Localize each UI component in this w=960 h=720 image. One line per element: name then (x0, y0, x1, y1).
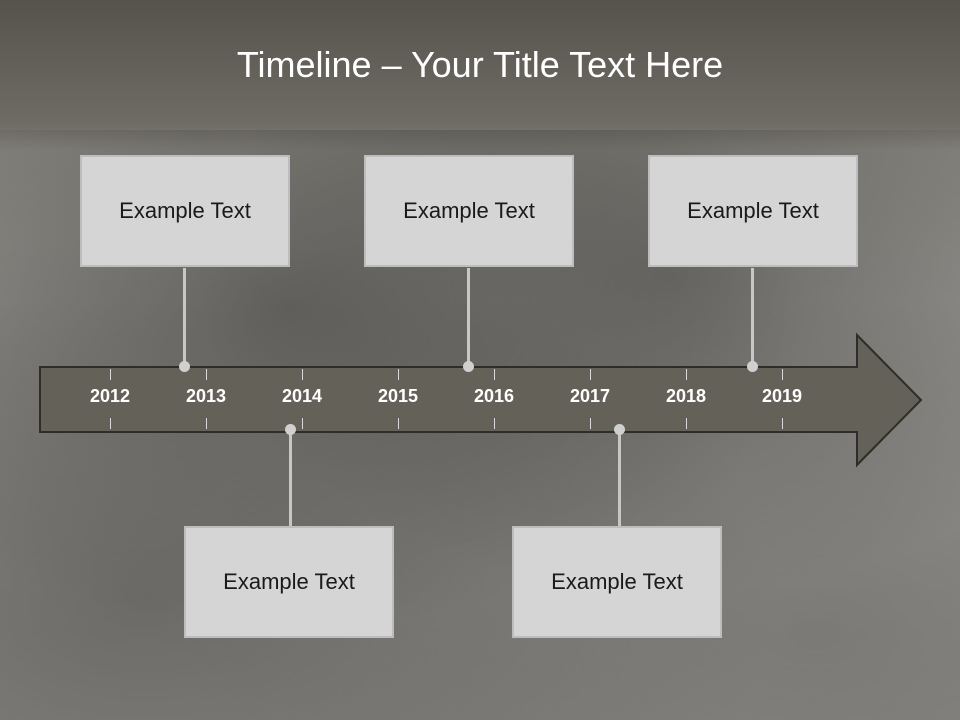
slide-title: Timeline – Your Title Text Here (236, 44, 724, 85)
tick-mark (782, 418, 783, 429)
timeline-text-box: Example Text (184, 526, 394, 638)
tick-mark (110, 418, 111, 429)
tick-mark (590, 418, 591, 429)
tick-mark (686, 418, 687, 429)
timeline-text-box: Example Text (648, 155, 858, 267)
year-label: 2014 (281, 386, 323, 406)
tick-mark (686, 369, 687, 380)
connector-dot (463, 361, 474, 372)
tick-mark (782, 369, 783, 380)
connector-dot (614, 424, 625, 435)
timeline-text-box: Example Text (80, 155, 290, 267)
tick-mark (494, 418, 495, 429)
tick-mark (110, 369, 111, 380)
year-label: 2019 (761, 386, 803, 406)
connector-line (751, 268, 754, 367)
tick-mark (302, 418, 303, 429)
tick-mark (398, 369, 399, 380)
year-label: 2017 (569, 386, 611, 406)
connector-line (467, 268, 470, 367)
year-label: 2013 (185, 386, 227, 406)
tick-mark (302, 369, 303, 380)
year-label: 2012 (89, 386, 131, 406)
timeline-text-box: Example Text (364, 155, 574, 267)
tick-mark (398, 418, 399, 429)
tick-mark (206, 418, 207, 429)
connector-line (183, 268, 186, 367)
tick-mark (206, 369, 207, 380)
tick-mark (494, 369, 495, 380)
timeline-text-box: Example Text (512, 526, 722, 638)
connector-line (618, 429, 621, 527)
year-label: 2016 (473, 386, 515, 406)
connector-dot (747, 361, 758, 372)
connector-line (289, 429, 292, 527)
connector-dot (285, 424, 296, 435)
tick-mark (590, 369, 591, 380)
year-label: 2018 (665, 386, 707, 406)
connector-dot (179, 361, 190, 372)
year-label: 2015 (377, 386, 419, 406)
